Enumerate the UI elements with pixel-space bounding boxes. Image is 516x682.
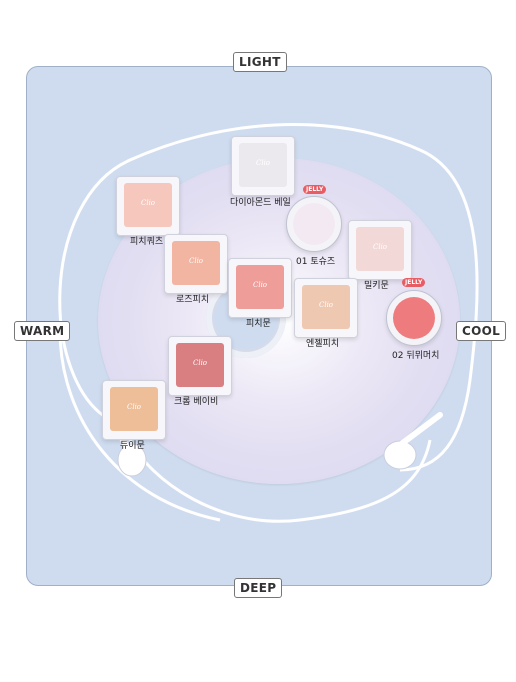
shadow-pan xyxy=(302,285,350,329)
product-compact-peach-moon: Clio xyxy=(228,258,292,318)
axis-label-cool: COOL xyxy=(456,321,507,341)
brand-logo: Clio xyxy=(192,359,208,367)
product-jar-01-toeshoes xyxy=(286,196,342,252)
shadow-pan xyxy=(176,343,224,387)
product-label: 피치문 xyxy=(246,319,271,329)
brand-logo: Clio xyxy=(255,159,271,167)
brand-logo: Clio xyxy=(140,199,156,207)
product-compact-dewy-moon: Clio xyxy=(102,380,166,440)
brand-logo: Clio xyxy=(372,243,388,251)
product-compact-angel-peach: Clio xyxy=(294,278,358,338)
brand-logo: Clio xyxy=(252,281,268,289)
jelly-pan xyxy=(293,203,335,245)
product-compact-diamond-veil: Clio xyxy=(231,136,295,196)
jelly-badge: JELLY xyxy=(303,185,327,194)
product-jar-02 xyxy=(386,290,442,346)
axis-label-deep: DEEP xyxy=(234,578,283,598)
shadow-pan xyxy=(236,265,284,309)
shadow-pan xyxy=(110,387,158,431)
product-label: 듀이문 xyxy=(120,441,145,451)
product-compact-milky-moon: Clio xyxy=(348,220,412,280)
product-label: 밀키문 xyxy=(364,281,389,291)
axis-label-warm: WARM xyxy=(14,321,71,341)
brand-logo: Clio xyxy=(188,257,204,265)
brand-logo: Clio xyxy=(318,301,334,309)
product-label: 다이아몬드 베일 xyxy=(230,198,291,208)
product-label: 01 토슈즈 xyxy=(296,257,336,267)
product-label: 02 뒤뮈머치 xyxy=(392,351,440,361)
product-compact-peach-quartz: Clio xyxy=(116,176,180,236)
product-compact-chrome-baby: Clio xyxy=(168,336,232,396)
axis-label-light: LIGHT xyxy=(233,52,287,72)
product-label: 로즈피치 xyxy=(176,295,210,305)
product-label: 피치쿼츠 xyxy=(130,237,164,247)
jelly-badge: JELLY xyxy=(402,278,426,287)
shadow-pan xyxy=(356,227,404,271)
product-label: 엔젤피치 xyxy=(306,339,340,349)
jelly-pan xyxy=(393,297,435,339)
shadow-pan xyxy=(172,241,220,285)
shadow-pan xyxy=(239,143,287,187)
product-compact-rose-peach: Clio xyxy=(164,234,228,294)
product-label: 크롬 베이비 xyxy=(174,397,219,407)
shadow-pan xyxy=(124,183,172,227)
brand-logo: Clio xyxy=(126,403,142,411)
